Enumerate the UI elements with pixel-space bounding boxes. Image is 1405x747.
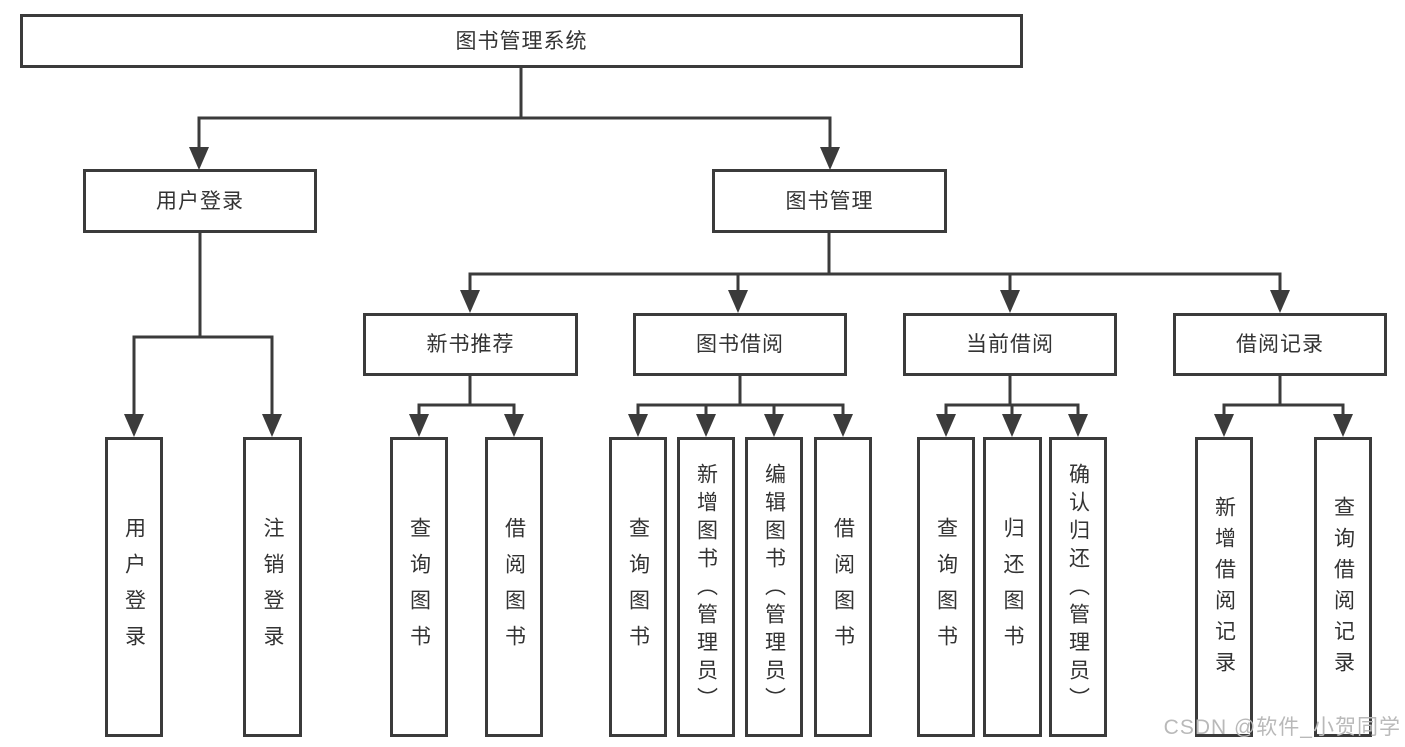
node-book-borrowing: 图书借阅 bbox=[633, 313, 847, 376]
node-leaf-add-book-admin: 新增图书（管理员） bbox=[677, 437, 735, 737]
node-leaf-query-book-c: 查询图书 bbox=[917, 437, 975, 737]
node-current-borrowing: 当前借阅 bbox=[903, 313, 1117, 376]
node-leaf-query-book-a: 查询图书 bbox=[390, 437, 448, 737]
node-leaf-query-book-b: 查询图书 bbox=[609, 437, 667, 737]
node-leaf-confirm-return-admin: 确认归还（管理员） bbox=[1049, 437, 1107, 737]
node-leaf-logout: 注销登录 bbox=[243, 437, 302, 737]
node-leaf-query-borrow-record: 查询借阅记录 bbox=[1314, 437, 1372, 737]
node-borrowing-records: 借阅记录 bbox=[1173, 313, 1387, 376]
node-new-book-recommend: 新书推荐 bbox=[363, 313, 578, 376]
node-leaf-borrow-book-b: 借阅图书 bbox=[814, 437, 872, 737]
node-book-management: 图书管理 bbox=[712, 169, 947, 233]
node-leaf-edit-book-admin: 编辑图书（管理员） bbox=[745, 437, 803, 737]
node-leaf-add-borrow-record: 新增借阅记录 bbox=[1195, 437, 1253, 737]
node-library-management-system: 图书管理系统 bbox=[20, 14, 1023, 68]
node-leaf-user-login: 用户登录 bbox=[105, 437, 163, 737]
node-leaf-borrow-book-a: 借阅图书 bbox=[485, 437, 543, 737]
watermark: CSDN @软件_小贺同学 bbox=[1163, 716, 1401, 739]
node-leaf-return-book: 归还图书 bbox=[983, 437, 1042, 737]
node-user-login: 用户登录 bbox=[83, 169, 317, 233]
